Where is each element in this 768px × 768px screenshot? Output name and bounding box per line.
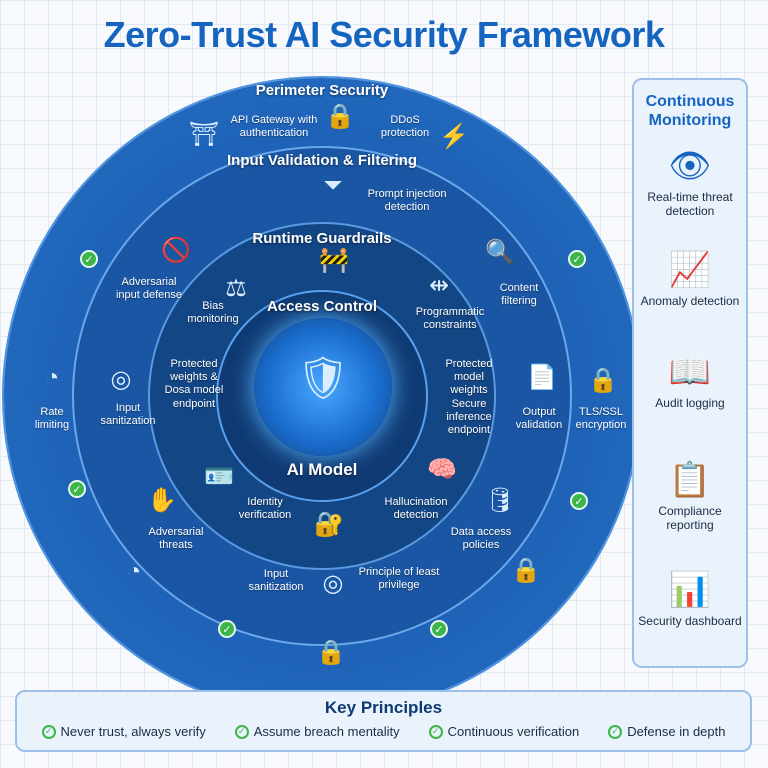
clipboard-check-icon: 📋 <box>668 461 712 499</box>
label-tls: TLS/SSL encryption <box>575 406 627 432</box>
label-api-gateway: API Gateway with authentication <box>230 114 318 140</box>
label-ddos: DDoS protection <box>380 114 430 140</box>
eye-icon: 👁 <box>668 147 712 185</box>
monitoring-label: Anomaly detection <box>640 294 740 308</box>
label-least-privilege: Principle of least privilege <box>358 566 440 592</box>
brain-warning-icon: 🧠 <box>427 455 457 483</box>
washer-icon: ◎ <box>322 569 344 597</box>
scales-icon: ⚖ <box>225 274 247 302</box>
monitoring-label: Real-time threat detection <box>647 190 733 219</box>
perimeter-title: Perimeter Security <box>255 82 389 99</box>
check-icon: ✓ <box>68 480 86 498</box>
label-bias-monitoring: Bias monitoring <box>187 300 239 326</box>
label-rate-limiting: Rate limiting <box>34 406 70 432</box>
document-check-icon: 📄 <box>527 363 557 391</box>
check-circle-icon: ✓ <box>428 724 443 739</box>
label-prompt-injection: Prompt injection detection <box>367 188 447 214</box>
continuous-monitoring-panel: Continuous Monitoring 👁 Real-time threat … <box>632 78 748 668</box>
principle-item: ✓ Continuous verification <box>428 724 580 739</box>
access-control-title: Access Control <box>266 298 378 315</box>
label-adversarial-input: Adversarial input defense <box>115 276 183 302</box>
padlock-key-icon: 🔒 <box>511 556 541 584</box>
principle-label: Defense in depth <box>627 724 726 739</box>
label-content-filtering: Content filtering <box>499 282 539 308</box>
monitoring-label: Compliance reporting <box>658 504 722 533</box>
monitoring-item: 📋 Compliance reporting <box>634 460 746 533</box>
label-input-sanitization-left: Input sanitization <box>100 402 156 428</box>
gate-lock-icon: ⛩ <box>188 120 220 148</box>
check-icon: ✓ <box>430 620 448 638</box>
check-circle-icon: ✓ <box>608 724 623 739</box>
key-lock-icon: 🔐 <box>314 510 344 538</box>
monitoring-label: Audit logging <box>655 396 725 410</box>
barrier-icon: 🚧 <box>319 246 349 274</box>
label-input-sanitization-bottom: Input sanitization <box>248 568 304 594</box>
padlock-icon: 🔒 <box>588 366 618 394</box>
label-protected-weights-left: Protected weights & Dosa model endpoint <box>164 358 224 410</box>
input-validation-title: Input Validation & Filtering <box>227 152 417 169</box>
principle-label: Continuous verification <box>447 724 580 739</box>
brain-shield-icon: 🛡 <box>296 353 350 401</box>
filter-shield-icon: ⏷ <box>323 172 343 199</box>
database-lock-icon: 🛢 <box>484 486 516 514</box>
label-programmatic: Programmatic constraints <box>415 306 485 332</box>
book-clock-icon: 📖 <box>668 353 712 391</box>
constraint-arrows-icon: ⇹ <box>428 271 450 299</box>
label-adversarial-threats: Adversarial threats <box>148 526 204 552</box>
principle-item: ✓ Defense in depth <box>608 724 725 739</box>
check-icon: ✓ <box>568 250 586 268</box>
runtime-title: Runtime Guardrails <box>252 230 392 247</box>
principle-label: Assume breach mentality <box>253 724 400 739</box>
heartbeat-chart-icon: 📈 <box>668 251 712 289</box>
check-circle-icon: ✓ <box>41 724 56 739</box>
shield-lock-icon: 🔒 <box>325 102 355 130</box>
monitoring-item: 📖 Audit logging <box>634 352 746 410</box>
blocked-hand-icon: 🚫 <box>161 236 191 264</box>
shield-lock-icon: 🔒 <box>316 638 346 666</box>
monitoring-item: 📈 Anomaly detection <box>634 250 746 308</box>
gauge-icon: ◔ <box>44 364 60 391</box>
principle-item: ✓ Assume breach mentality <box>234 724 400 739</box>
browser-search-icon: 🔍 <box>485 238 515 266</box>
monitoring-item: 👁 Real-time threat detection <box>634 146 746 219</box>
hand-x-icon: ✋ <box>147 486 177 514</box>
ai-model-core <box>254 318 392 456</box>
check-icon: ✓ <box>218 620 236 638</box>
monitoring-label: Security dashboard <box>638 614 742 628</box>
check-circle-icon: ✓ <box>234 724 249 739</box>
label-data-access: Data access policies <box>450 526 512 552</box>
washer-icon: ◎ <box>110 365 132 393</box>
label-hallucination: Hallucination detection <box>384 496 448 522</box>
id-card-fingerprint-icon: 🪪 <box>204 462 234 490</box>
label-protected-weights-right: Protected model weights Secure inference… <box>445 358 493 436</box>
check-icon: ✓ <box>80 250 98 268</box>
key-principles-panel: Key Principles ✓ Never trust, always veri… <box>15 690 752 752</box>
key-principles-title: Key Principles <box>324 698 443 717</box>
gauge-icon: ◔ <box>126 558 142 585</box>
monitoring-item: 📊 Security dashboard <box>634 570 746 628</box>
shield-bolt-icon: ⚡ <box>439 122 469 150</box>
monitoring-title: Continuous Monitoring <box>645 93 735 130</box>
check-icon: ✓ <box>570 492 588 510</box>
label-output-validation: Output validation <box>515 406 563 432</box>
label-identity-verification: Identity verification <box>238 496 292 522</box>
principle-item: ✓ Never trust, always verify <box>41 724 206 739</box>
dashboard-icon: 📊 <box>668 571 712 609</box>
principle-label: Never trust, always verify <box>60 724 206 739</box>
page-title: Zero-Trust AI Security Framework <box>103 14 665 55</box>
ai-model-title: AI Model <box>286 460 358 479</box>
